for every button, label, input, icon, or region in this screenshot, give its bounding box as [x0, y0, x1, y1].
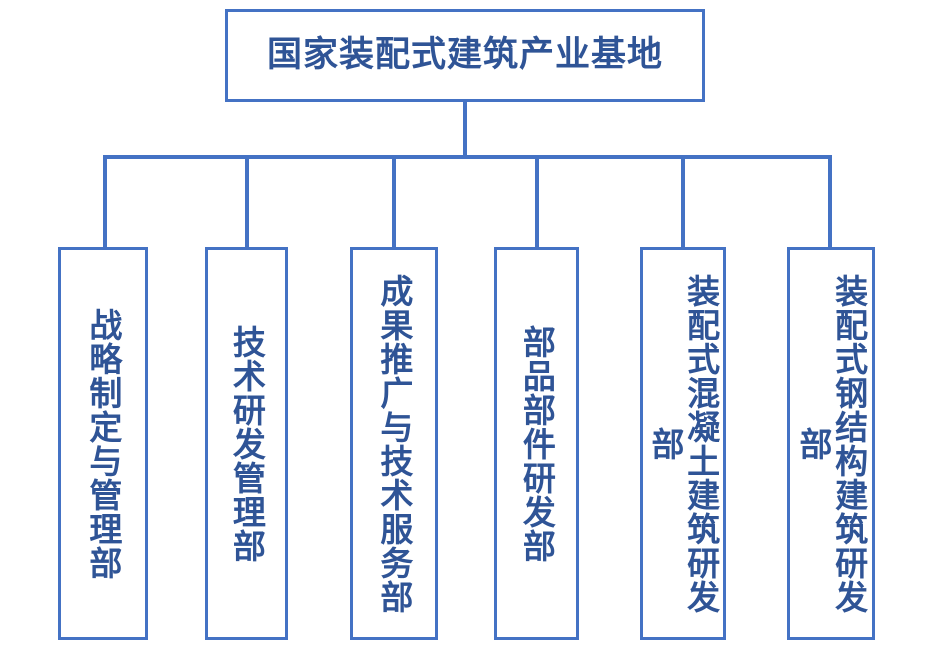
root-node[interactable]: 国家装配式建筑产业基地 [225, 9, 705, 102]
connector-trunk-vertical [463, 102, 467, 158]
child-node-label-strategy-dept: 战略制定与管理部 [83, 307, 123, 580]
child-node-pc-building-rd-dept[interactable]: 装配式混凝土建筑研发部 [640, 247, 726, 640]
child-node-label-steel-building-rd-dept: 装配式钢结构建筑研发部 [794, 273, 869, 614]
child-node-label-promotion-service-dept: 成果推广与技术服务部 [374, 273, 414, 614]
child-node-strategy-dept[interactable]: 战略制定与管理部 [58, 247, 148, 640]
connector-drop-6 [828, 155, 832, 249]
root-node-label: 国家装配式建筑产业基地 [266, 35, 663, 75]
connector-drop-2 [245, 155, 249, 249]
child-node-label-pc-building-rd-dept: 装配式混凝土建筑研发部 [646, 273, 721, 614]
connector-horizontal-bus [103, 155, 831, 159]
child-node-steel-building-rd-dept[interactable]: 装配式钢结构建筑研发部 [787, 247, 875, 640]
connector-drop-5 [681, 155, 685, 249]
child-node-promotion-service-dept[interactable]: 成果推广与技术服务部 [350, 247, 438, 640]
child-node-label-tech-rd-management-dept: 技术研发管理部 [227, 324, 267, 563]
connector-drop-4 [535, 155, 539, 249]
connector-drop-3 [392, 155, 396, 249]
child-node-components-rd-dept[interactable]: 部品部件研发部 [494, 247, 579, 640]
child-node-tech-rd-management-dept[interactable]: 技术研发管理部 [205, 247, 288, 640]
child-node-label-components-rd-dept: 部品部件研发部 [517, 324, 557, 563]
connector-drop-1 [103, 155, 107, 249]
